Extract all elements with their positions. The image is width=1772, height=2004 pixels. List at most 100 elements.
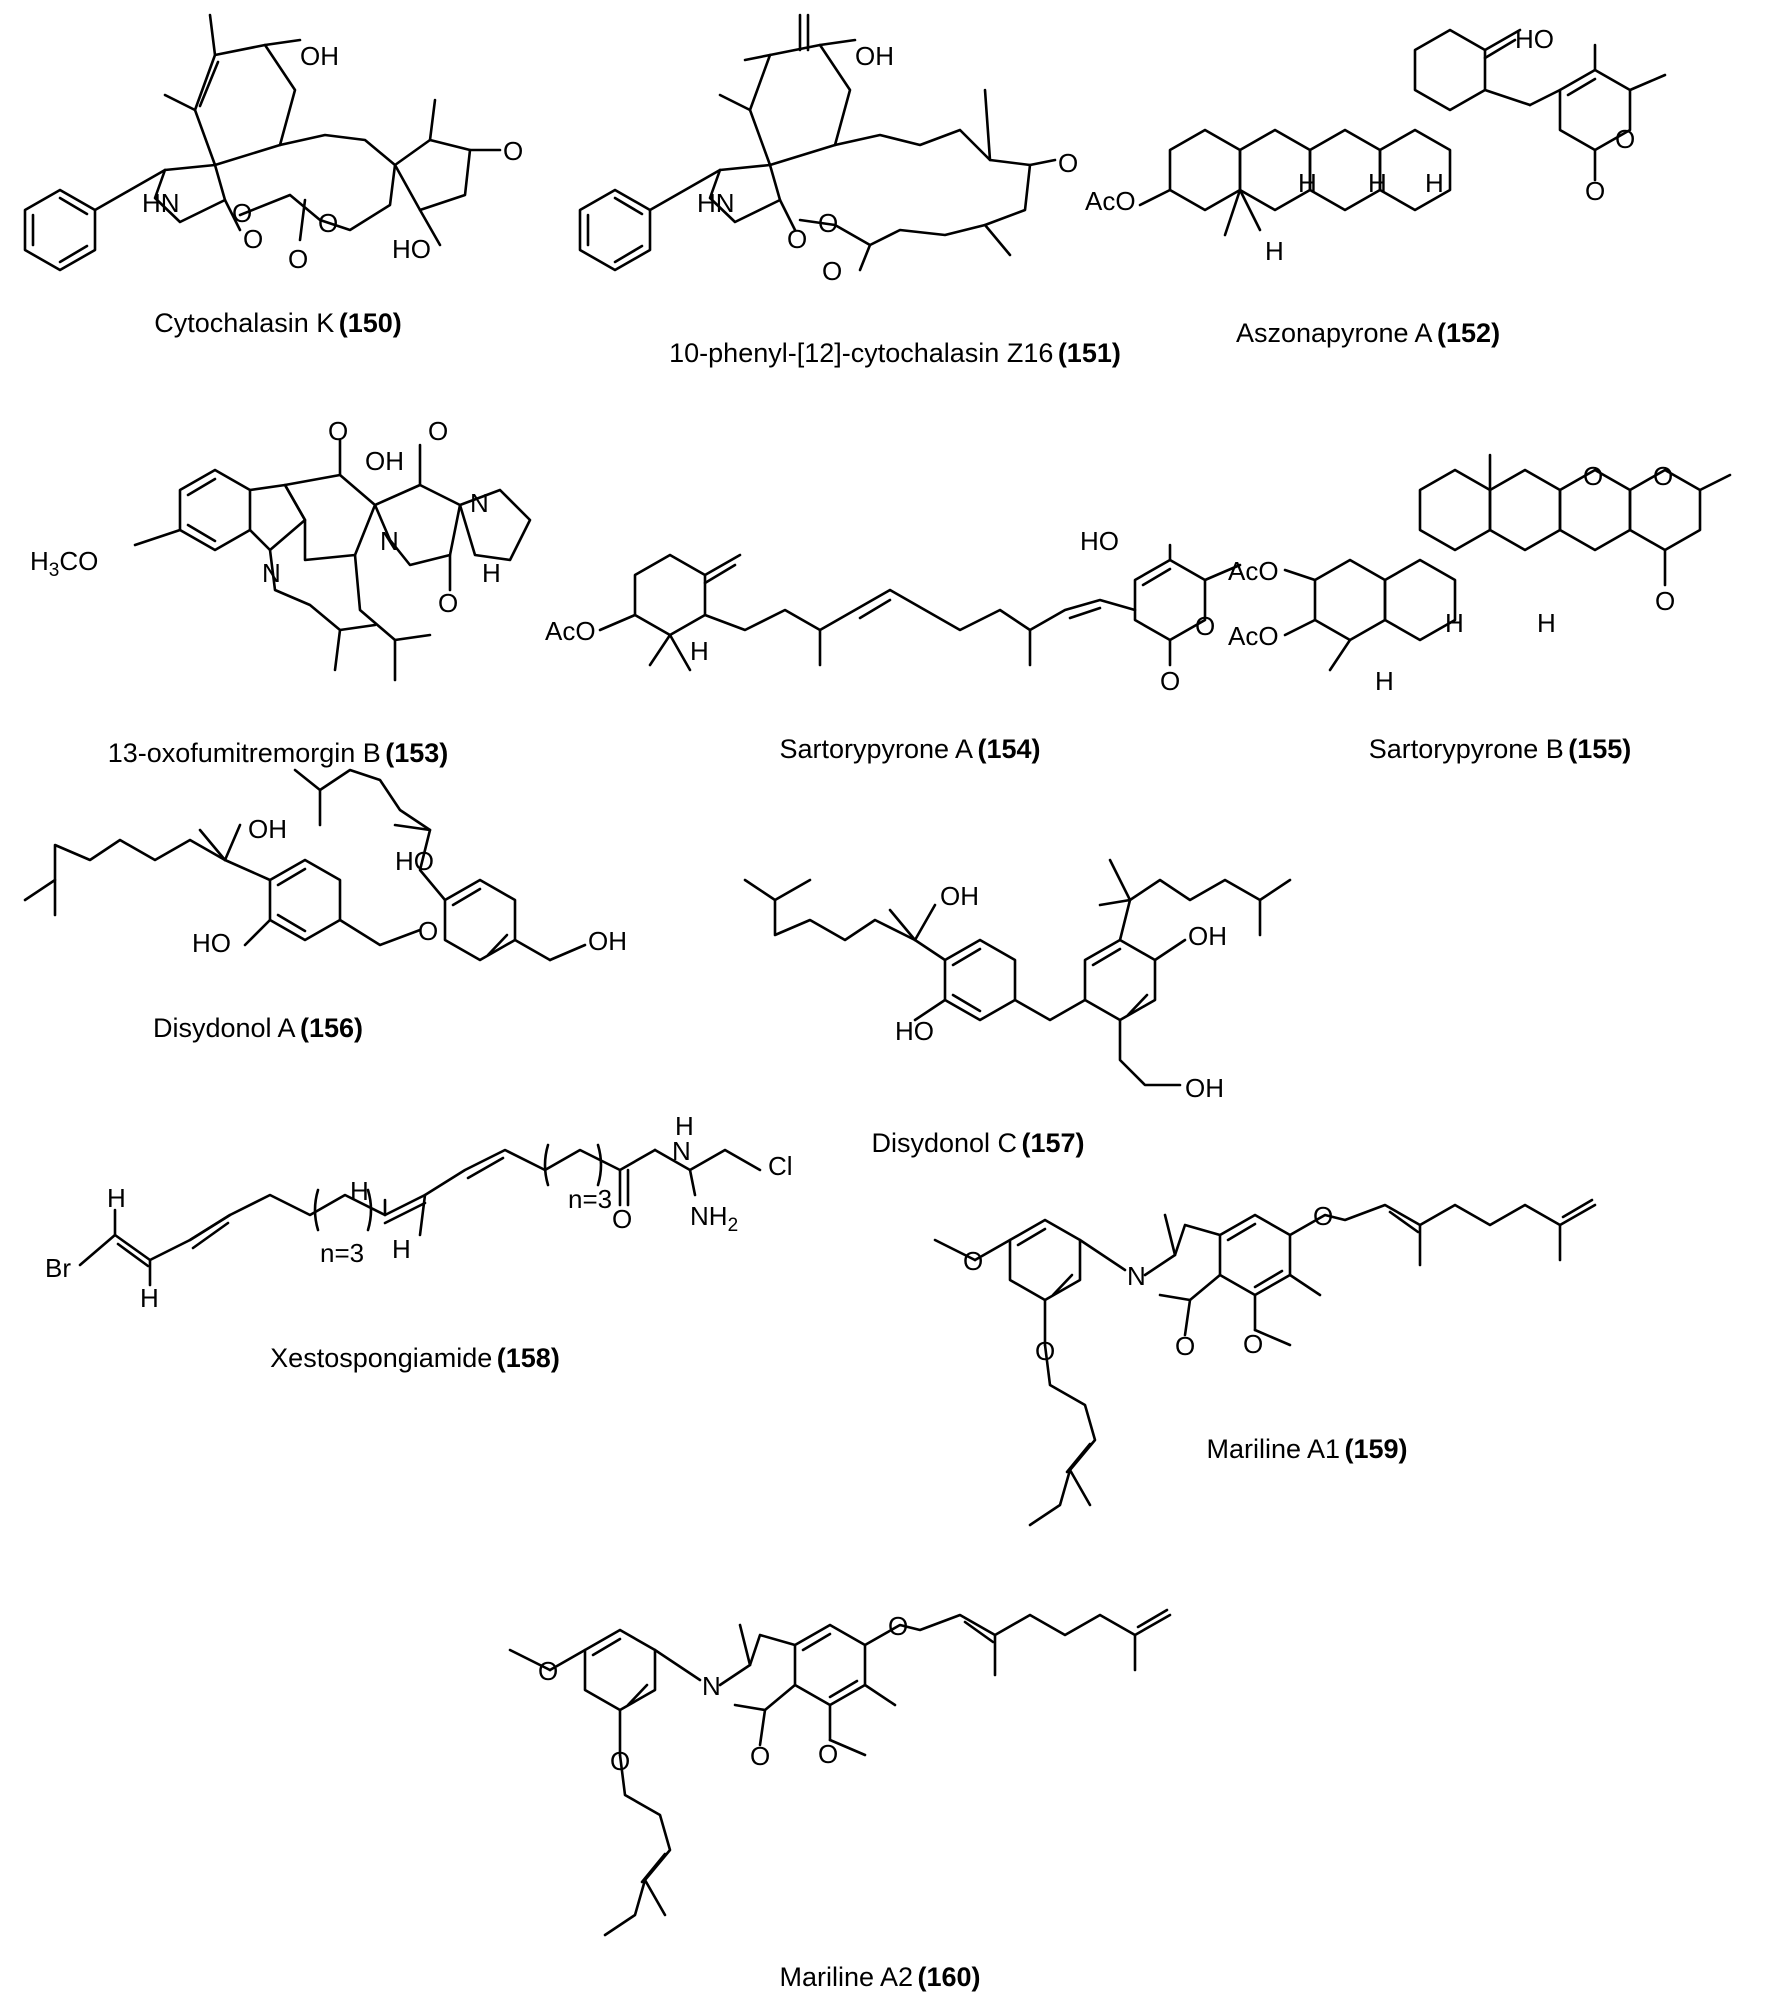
subscript: 2 (728, 1215, 739, 1236)
atom-label: O (328, 416, 348, 446)
structure-151: OH HN O O O O 10-phenyl-[12]-cytochalasi… (578, 13, 1121, 368)
atom-label: O (288, 244, 308, 274)
compound-caption: Disydonol C (157) (871, 1128, 1084, 1158)
atom-label: N (702, 1671, 721, 1701)
compound-name: Aszonapyrone A (1236, 318, 1433, 348)
atom-label: O (1585, 176, 1605, 206)
compound-number: (160) (918, 1962, 981, 1992)
compound-caption: Xestospongiamide (158) (270, 1343, 560, 1373)
compound-name: 10-phenyl-[12]-cytochalasin Z16 (669, 338, 1053, 368)
atom-label: O (232, 198, 252, 228)
atom-label: H (690, 636, 709, 666)
compound-caption: Cytochalasin K (150) (154, 308, 402, 338)
compound-number: (155) (1568, 734, 1631, 764)
compound-number: (159) (1345, 1434, 1408, 1464)
atom-label: O (1195, 611, 1215, 641)
atom-label: H (1298, 168, 1317, 198)
structure-160: O N O O O O Mariline A2 (160) (508, 1608, 1172, 1992)
atom-label: HO (392, 234, 431, 264)
atom-label: H3CO (30, 546, 98, 581)
atom-label: AcO (1085, 186, 1136, 216)
compound-number: (156) (300, 1013, 363, 1043)
atom-label: HO (895, 1016, 934, 1046)
atom-label: OH (248, 814, 287, 844)
compound-number: (157) (1021, 1128, 1084, 1158)
atom-label: HO (395, 846, 434, 876)
atom-label: O (1655, 586, 1675, 616)
atom-label: O (750, 1741, 770, 1771)
atom-label: Br (45, 1253, 71, 1283)
compound-number: (153) (385, 738, 448, 768)
atom-label: O (1313, 1201, 1333, 1231)
atom-label: O (787, 224, 807, 254)
structure-159: O N O O O O Mariline A1 (159) (933, 1198, 1597, 1527)
atom-label: HN (697, 188, 735, 218)
atom-label-part: CO (59, 546, 98, 576)
atom-label: OH (365, 446, 404, 476)
atom-label: H (350, 1176, 369, 1206)
atom-label: O (612, 1204, 632, 1234)
atom-label-part: H (30, 546, 49, 576)
atom-label: O (610, 1746, 630, 1776)
atom-label: NH2 (690, 1201, 738, 1236)
compound-number: (151) (1058, 338, 1121, 368)
atom-label: H (1445, 608, 1464, 638)
compound-name: Disydonol A (153, 1013, 296, 1043)
compound-name: Mariline A2 (779, 1962, 913, 1992)
atom-label: OH (855, 41, 894, 71)
atom-label: O (1653, 461, 1673, 491)
atom-label: AcO (545, 616, 596, 646)
atom-label: O (963, 1246, 983, 1276)
compound-caption: Mariline A2 (160) (779, 1962, 980, 1992)
atom-label: OH (1185, 1073, 1224, 1103)
compound-caption: Sartorypyrone A (154) (779, 734, 1040, 764)
atom-label: H (392, 1234, 411, 1264)
atom-label: OH (300, 41, 339, 71)
compound-name: Sartorypyrone A (779, 734, 973, 764)
atom-label: HO (1515, 24, 1554, 54)
compound-name: Mariline A1 (1206, 1434, 1340, 1464)
subscript: 3 (49, 560, 60, 581)
compound-name: 13-oxofumitremorgin B (108, 738, 381, 768)
compound-name: Xestospongiamide (270, 1343, 492, 1373)
atom-label: H (1537, 608, 1556, 638)
structure-158: Br H H H H n=3 n=3 O H N Cl NH2 Xestospo… (45, 1111, 793, 1373)
atom-label: O (318, 208, 338, 238)
atom-label-part: NH (690, 1201, 728, 1231)
atom-label: OH (940, 881, 979, 911)
atom-label: H (1375, 666, 1394, 696)
atom-label: AcO (1228, 621, 1279, 651)
atom-label: O (428, 416, 448, 446)
atom-label: O (1058, 148, 1078, 178)
atom-label: H (482, 558, 501, 588)
atom-label: O (822, 256, 842, 286)
compound-number: (158) (497, 1343, 560, 1373)
atom-label: O (1615, 124, 1635, 154)
atom-label: N (380, 526, 399, 556)
compound-caption: 10-phenyl-[12]-cytochalasin Z16 (151) (669, 338, 1121, 368)
compound-caption: Aszonapyrone A (152) (1236, 318, 1500, 348)
atom-label: AcO (1228, 556, 1279, 586)
atom-label: H (140, 1283, 159, 1313)
atom-label: O (1583, 461, 1603, 491)
compound-number: (154) (978, 734, 1041, 764)
compound-name: Cytochalasin K (154, 308, 334, 338)
atom-label: O (1243, 1329, 1263, 1359)
atom-label: HO (1080, 526, 1119, 556)
compound-name: Disydonol C (871, 1128, 1017, 1158)
compound-caption: Disydonol A (156) (153, 1013, 363, 1043)
compound-number: (152) (1437, 318, 1500, 348)
structure-152: HO O O AcO H H H H Aszonapyrone A (152) (1085, 24, 1667, 348)
atom-label: O (1175, 1331, 1195, 1361)
atom-label: H (1368, 168, 1387, 198)
atom-label: O (438, 588, 458, 618)
atom-label: H (1425, 168, 1444, 198)
atom-label: N (1127, 1261, 1146, 1291)
structure-156: OH HO O HO OH Disydonol A (156) (23, 768, 627, 1043)
atom-label: N (470, 488, 489, 518)
structure-150: OH HN O O O O O HO Cytochalasin K (150) (23, 13, 523, 338)
atom-label: HN (142, 188, 180, 218)
atom-label: O (818, 1739, 838, 1769)
atom-label: O (503, 136, 523, 166)
compound-caption: Mariline A1 (159) (1206, 1434, 1407, 1464)
